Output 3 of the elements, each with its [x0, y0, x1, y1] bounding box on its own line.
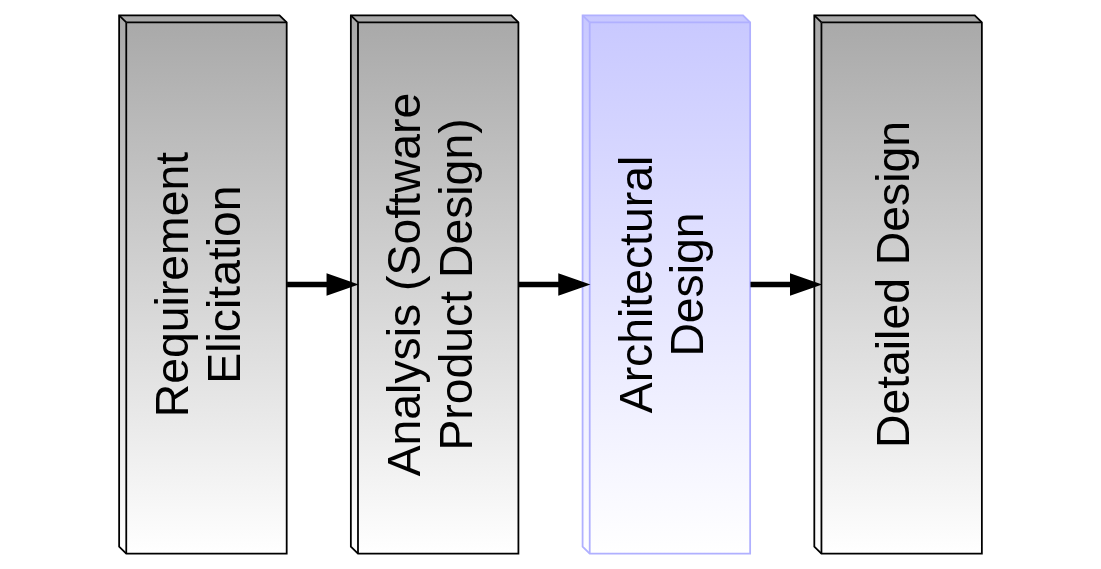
arrow [287, 273, 359, 296]
arrow [518, 273, 591, 296]
arrow [750, 273, 823, 296]
